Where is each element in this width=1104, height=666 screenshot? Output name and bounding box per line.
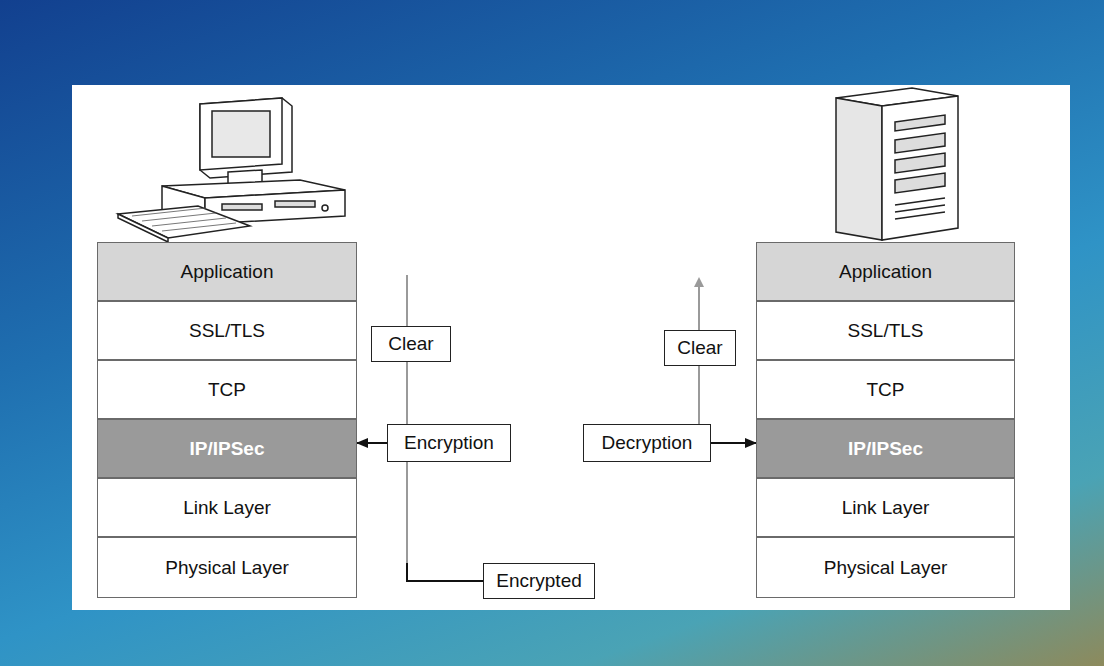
state-tag: Clear [371,326,451,362]
box-label: Application [839,261,932,283]
connector [406,362,408,424]
box-label: IP/IPSec [190,438,265,460]
box-label: IP/IPSec [848,438,923,460]
connector [357,442,387,444]
clear-arrow [698,282,700,330]
box-label: SSL/TLS [847,320,923,342]
box-label: Physical Layer [824,557,948,579]
protocol-layer: SSL/TLS [756,301,1015,360]
process-box: Decryption [583,424,711,462]
connector [711,442,756,444]
clear-line [406,275,408,326]
protocol-layer: Link Layer [97,478,357,537]
box-label: Clear [677,337,722,359]
protocol-layer: SSL/TLS [97,301,357,360]
box-label: Clear [388,333,433,355]
connector [406,462,408,563]
connector [698,366,700,424]
state-tag: Clear [664,330,736,366]
state-tag: Encrypted [483,563,595,599]
box-label: Decryption [602,432,693,454]
box-label: Encrypted [496,570,582,592]
box-label: TCP [867,379,905,401]
box-label: Physical Layer [165,557,289,579]
process-box: Encryption [387,424,511,462]
server-tower [836,88,958,240]
connector [407,462,483,581]
protocol-layer: Physical Layer [756,537,1015,598]
box-label: Encryption [404,432,494,454]
protocol-layer: TCP [97,360,357,419]
box-label: Application [181,261,274,283]
box-label: SSL/TLS [189,320,265,342]
protocol-layer: TCP [756,360,1015,419]
box-label: Link Layer [842,497,930,519]
keyboard-keys [132,208,236,231]
ipsec-layer: IP/IPSec [97,419,357,478]
protocol-layer: Physical Layer [97,537,357,598]
protocol-layer: Application [756,242,1015,301]
ipsec-layer: IP/IPSec [756,419,1015,478]
box-label: Link Layer [183,497,271,519]
protocol-layer: Link Layer [756,478,1015,537]
desktop-computer [118,98,345,242]
box-label: TCP [208,379,246,401]
protocol-layer: Application [97,242,357,301]
